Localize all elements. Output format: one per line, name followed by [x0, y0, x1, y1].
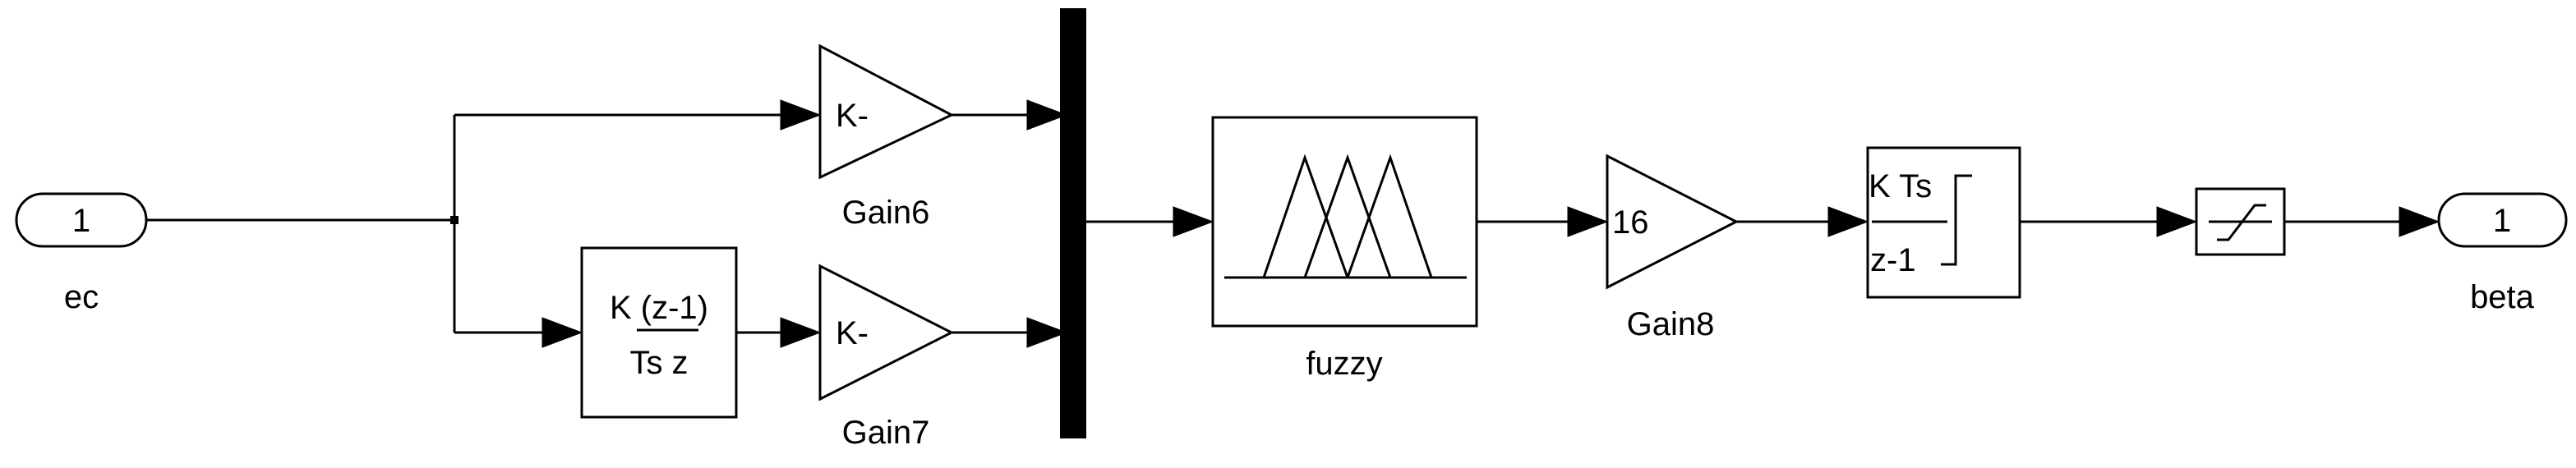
- signal-lines: [146, 113, 2399, 334]
- saturation-curve: [2217, 204, 2266, 241]
- gain6-triangle[interactable]: [818, 44, 955, 180]
- gain6-value: K-: [836, 98, 869, 134]
- inport-ec-block[interactable]: 1 ec: [15, 192, 148, 315]
- arrow-into-gain7: [780, 317, 822, 348]
- inport-ec-label: ec: [64, 279, 99, 315]
- derivative-box[interactable]: [580, 246, 738, 419]
- integrator-numerator: K Ts: [1869, 168, 1932, 204]
- arrow-into-mux-bottom: [1026, 317, 1068, 348]
- outport-beta-shape[interactable]: [2437, 192, 2568, 248]
- integrator-limit-curve: [1941, 174, 1972, 266]
- inport-ec-shape[interactable]: [15, 192, 148, 248]
- gain8-value: 16: [1612, 204, 1649, 241]
- integrator-denominator: z-1: [1870, 242, 1916, 278]
- outport-beta-number: 1: [2493, 203, 2511, 239]
- inport-ec-number: 1: [72, 203, 90, 239]
- derivative-numerator: K (z-1): [610, 290, 708, 326]
- fuzzy-box[interactable]: [1211, 116, 1478, 328]
- fuzzy-controller-block[interactable]: fuzzy: [1211, 116, 1478, 382]
- arrow-into-derivative: [541, 317, 583, 348]
- saturation-block[interactable]: [2195, 187, 2286, 256]
- arrow-into-mux-top: [1026, 99, 1068, 131]
- arrow-into-outport: [2399, 206, 2440, 237]
- membership-functions-icon: [1224, 154, 1467, 279]
- derivative-denominator: Ts z: [629, 345, 688, 381]
- outport-beta-block[interactable]: 1 beta: [2437, 192, 2568, 315]
- gain7-label: Gain7: [842, 415, 930, 451]
- arrow-into-integrator: [1827, 206, 1869, 237]
- gain7-value: K-: [836, 315, 869, 351]
- discrete-derivative-block[interactable]: K (z-1) Ts z: [580, 246, 738, 419]
- discrete-integrator-block[interactable]: K Ts z-1: [1866, 146, 2021, 299]
- mux-block[interactable]: [1060, 8, 1086, 438]
- gain6-block[interactable]: K- Gain6: [818, 44, 955, 231]
- arrow-into-fuzzy: [1173, 206, 1214, 237]
- gain8-label: Gain8: [1627, 306, 1715, 342]
- gain8-triangle[interactable]: [1606, 154, 1740, 290]
- arrow-into-gain8: [1567, 206, 1609, 237]
- branch-point: [450, 216, 459, 224]
- gain7-block[interactable]: K- Gain7: [818, 264, 955, 451]
- arrow-into-saturation: [2156, 206, 2198, 237]
- gain7-triangle[interactable]: [818, 264, 955, 401]
- arrowheads: [541, 99, 2440, 348]
- arrow-into-gain6: [780, 99, 822, 131]
- outport-beta-label: beta: [2470, 279, 2535, 315]
- gain8-block[interactable]: 16 Gain8: [1606, 154, 1740, 342]
- fuzzy-label: fuzzy: [1306, 346, 1382, 382]
- gain6-label: Gain6: [842, 195, 930, 231]
